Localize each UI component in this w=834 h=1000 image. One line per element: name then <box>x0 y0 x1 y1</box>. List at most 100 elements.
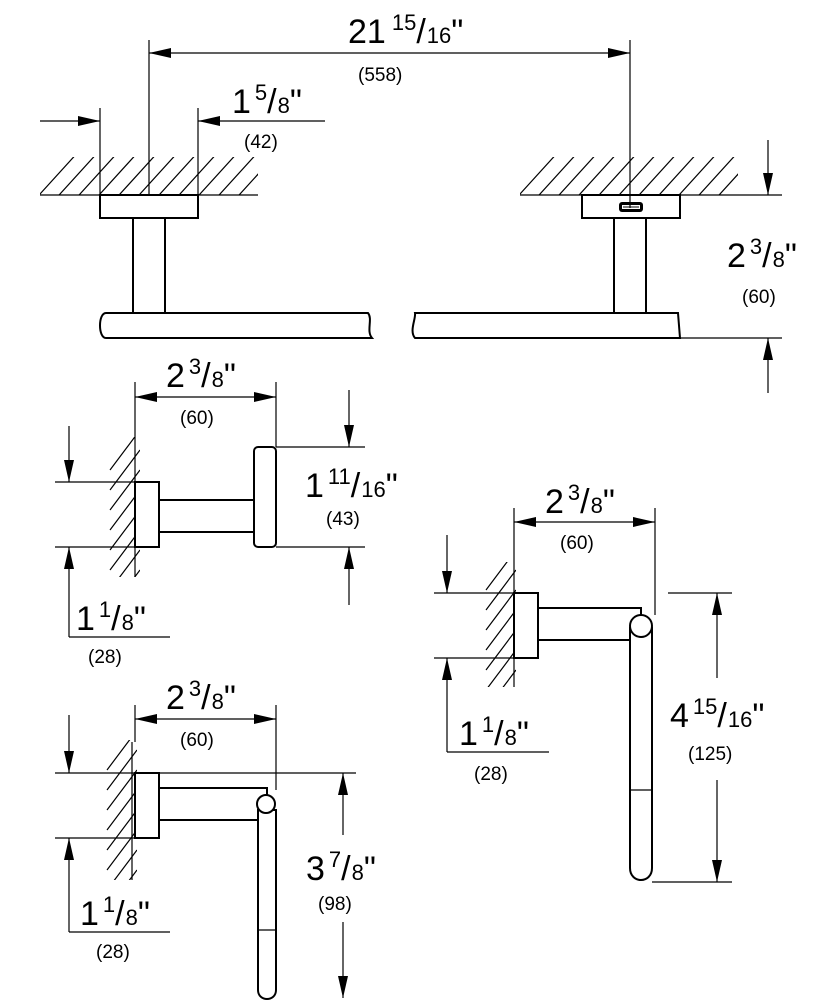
wall-hatch-paper <box>107 730 137 910</box>
dim-numerator: 11 <box>328 464 351 489</box>
dim-numerator: 3 <box>189 354 201 379</box>
dim-mm: (60) <box>742 287 776 308</box>
svg-text:11/8": 11/8" <box>76 597 146 638</box>
towel-bar-right <box>413 313 680 338</box>
towel-bar-length-dimension <box>149 40 630 208</box>
paper-holder-rosette-dimension <box>55 715 292 932</box>
dim-numerator: 15 <box>693 694 717 719</box>
dim-mm: (60) <box>560 533 594 554</box>
towel-ring-rosette <box>514 593 538 658</box>
paper-holder-drop-dimension <box>292 773 356 998</box>
grohe-logo-icon <box>619 202 643 212</box>
paper-holder-rosette <box>135 773 159 838</box>
dim-denominator: 8 <box>212 367 224 392</box>
towel-ring-drop-dimension <box>652 593 732 882</box>
dim-denominator: 16 <box>427 23 451 48</box>
dim-numerator: 3 <box>750 234 762 259</box>
dim-numerator: 5 <box>255 80 267 105</box>
dim-mm: (558) <box>358 65 402 86</box>
paper-holder-rod <box>258 810 276 999</box>
towel-bar-projection-dimension <box>680 140 782 393</box>
dim-mm: (43) <box>326 509 360 530</box>
dim-whole: 1 <box>76 600 95 638</box>
svg-text:23/8": 23/8" <box>166 676 236 717</box>
paper-holder-knob <box>257 795 275 813</box>
dim-denominator: 16 <box>361 477 385 502</box>
dim-whole: 1 <box>80 895 99 933</box>
dim-mm: (125) <box>688 744 732 765</box>
dim-whole: 2 <box>545 483 564 521</box>
towel-bar-rosette-dimension <box>40 108 325 195</box>
dim-numerator: 1 <box>482 712 494 737</box>
dim-mm: (60) <box>180 408 214 429</box>
paper-holder-view <box>55 705 356 999</box>
dim-numerator: 1 <box>103 892 115 917</box>
robe-hook-arm <box>159 500 264 532</box>
svg-text:23/8": 23/8" <box>727 234 797 275</box>
dim-numerator: 7 <box>329 847 341 872</box>
robe-hook-rosette-dimension <box>55 426 170 637</box>
dim-mm: (28) <box>474 764 508 785</box>
paper-holder-arm <box>159 788 267 820</box>
dim-whole: 3 <box>306 850 325 888</box>
svg-text:415/16": 415/16" <box>670 694 764 735</box>
dim-denominator: 8 <box>126 905 138 930</box>
wall-hatch-ring <box>486 550 516 710</box>
dim-whole: 4 <box>670 697 689 735</box>
svg-text:111/16": 111/16" <box>305 464 398 505</box>
dim-numerator: 15 <box>392 10 416 35</box>
robe-hook-head-dimension <box>276 390 365 605</box>
dim-mm: (28) <box>88 647 122 668</box>
dim-whole: 2 <box>166 357 185 395</box>
svg-text:15/8": 15/8" <box>232 80 302 121</box>
dim-whole: 1 <box>232 83 251 121</box>
svg-text:23/8": 23/8" <box>166 354 236 395</box>
dim-whole: 1 <box>305 467 324 505</box>
towel-ring-view <box>434 508 732 882</box>
dim-numerator: 1 <box>99 597 111 622</box>
dim-denominator: 8 <box>773 247 785 272</box>
towel-bar-post-right <box>614 218 646 325</box>
dim-numerator: 3 <box>189 676 201 701</box>
towel-bar-view <box>30 40 782 393</box>
towel-ring-arm <box>538 608 641 640</box>
dim-whole: 2 <box>166 679 185 717</box>
dim-numerator: 3 <box>568 480 580 505</box>
svg-text:11/8": 11/8" <box>80 892 150 933</box>
dim-whole: 21 <box>348 13 386 51</box>
robe-hook-projection-dimension <box>135 382 276 447</box>
robe-hook-head <box>254 447 276 547</box>
towel-ring-knob <box>630 615 652 637</box>
dim-mm: (98) <box>318 894 352 915</box>
paper-holder-projection-dimension <box>135 705 276 790</box>
dim-whole: 2 <box>727 237 746 275</box>
svg-text:37/8": 37/8" <box>306 847 376 888</box>
robe-hook-view <box>55 382 365 637</box>
dim-mm: (28) <box>96 942 130 963</box>
towel-ring-rosette-dimension <box>434 535 549 752</box>
svg-text:23/8": 23/8" <box>545 480 615 521</box>
dim-denominator: 8 <box>212 689 224 714</box>
dim-denominator: 8 <box>352 860 364 885</box>
towel-ring-rod <box>630 628 652 880</box>
dim-denominator: 8 <box>505 725 517 750</box>
dim-mm: (60) <box>180 730 214 751</box>
dim-whole: 1 <box>459 715 478 753</box>
dim-denominator: 8 <box>278 93 290 118</box>
svg-text:11/8": 11/8" <box>459 712 529 753</box>
dim-mm: (42) <box>244 132 278 153</box>
dim-denominator: 8 <box>122 610 134 635</box>
